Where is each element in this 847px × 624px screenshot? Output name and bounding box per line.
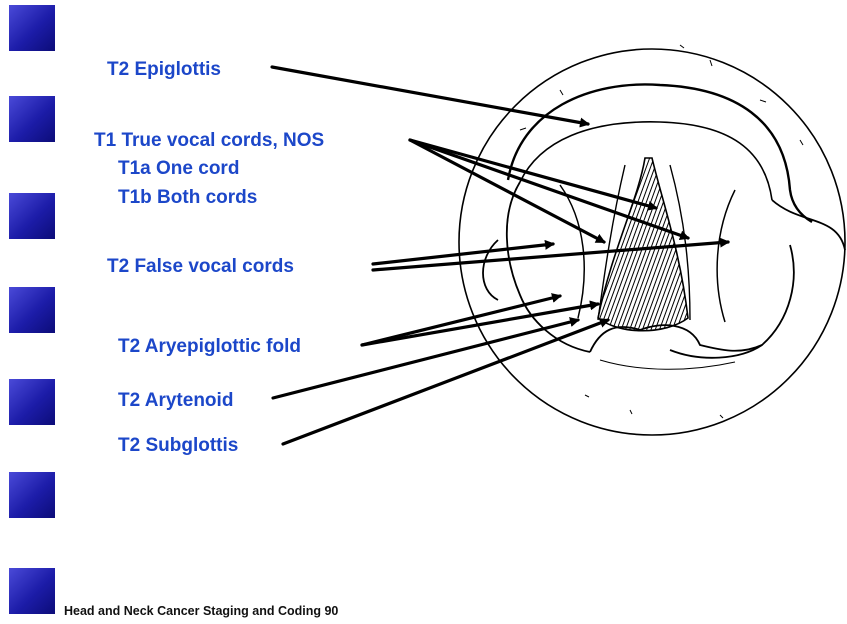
arrow-true-cords-3	[410, 140, 688, 238]
footer-text: Head and Neck Cancer Staging and Coding …	[64, 604, 338, 618]
arrow-true-cords-2	[410, 140, 656, 208]
arrow-false-cords-2	[373, 242, 728, 270]
arrow-true-cords-1	[410, 140, 604, 242]
arrow-false-cords-1	[373, 244, 553, 264]
arrow-epiglottis	[272, 67, 588, 124]
arrow-aryepiglottic-1	[362, 296, 560, 345]
arrow-arytenoid	[273, 320, 578, 398]
